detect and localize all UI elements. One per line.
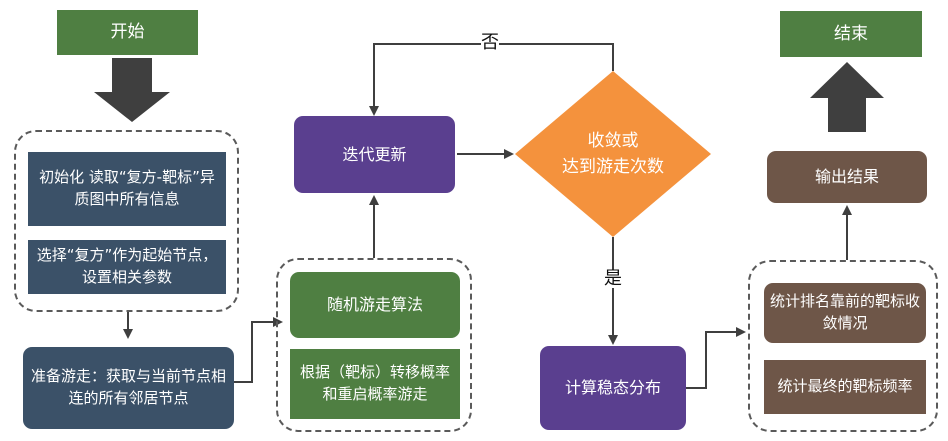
- select-start-node: 选择“复方”作为起始节点，设置相关参数: [28, 240, 226, 294]
- end-node: 结束: [780, 11, 922, 57]
- stats-group: [748, 260, 938, 432]
- transition-node: 根据（靶标）转移概率和重启概率游走: [290, 349, 460, 419]
- decision-line-1: 收敛或: [587, 131, 639, 151]
- iterate-node: 迭代更新: [294, 116, 455, 193]
- steady-state-node: 计算稳态分布: [540, 346, 686, 430]
- decision-diamond: [515, 71, 711, 237]
- arrow-prepare-to-randomwalk: [234, 317, 283, 383]
- start-node: 开始: [57, 10, 198, 55]
- yes-label: 是: [604, 268, 622, 289]
- big-down-arrow: [94, 58, 170, 122]
- random-walk-node: 随机游走算法: [290, 272, 460, 338]
- no-label: 否: [481, 32, 499, 53]
- decision-line-2: 达到游走次数: [562, 156, 664, 177]
- init-node: 初始化 读取“复方-靶标”异质图中所有信息: [28, 152, 226, 226]
- output-node: 输出结果: [767, 151, 927, 203]
- target-freq-node: 统计最终的靶标频率: [764, 360, 926, 414]
- random-walk-group: [276, 258, 472, 432]
- arrow-steady-to-stats: [686, 327, 746, 389]
- prepare-walk-node: 准备游走：获取与当前节点相连的所有邻居节点: [23, 347, 234, 429]
- init-group: [14, 130, 239, 312]
- rank-targets-node: 统计排名靠前的靶标收敛情况: [764, 283, 926, 343]
- big-up-arrow: [810, 62, 884, 132]
- decision-text: 收敛或 达到游走次数: [540, 129, 686, 180]
